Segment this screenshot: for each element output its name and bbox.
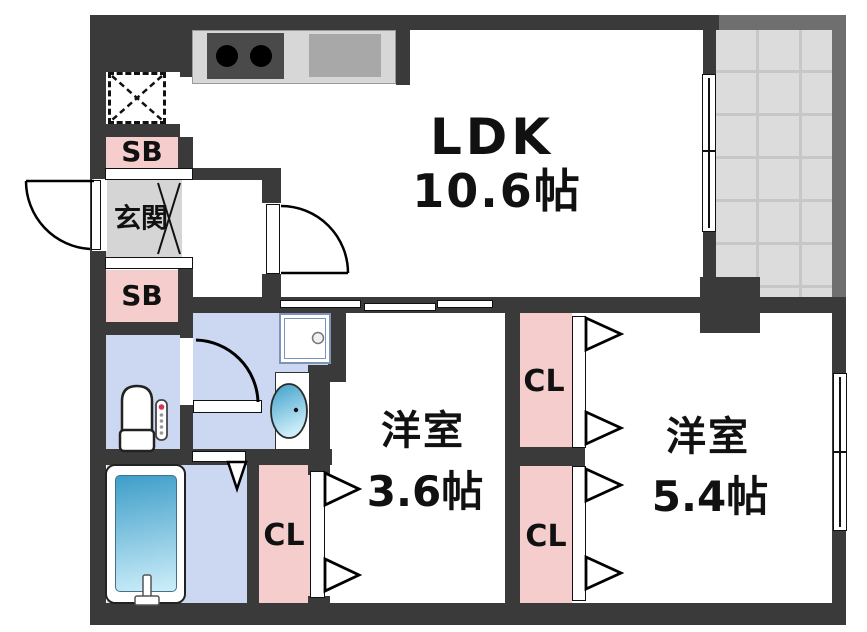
sliding-door-bedroom-small-a: [364, 303, 436, 311]
toilet-room-floor: [105, 335, 180, 451]
closet-door-bedroom-small: [310, 471, 325, 598]
room-size-ldk: 10.6帖: [412, 164, 582, 218]
kitchen-sink: [309, 34, 381, 77]
wall: [505, 447, 585, 466]
label-closet-large-lower: CL: [525, 519, 567, 554]
washbasin-counter: [275, 372, 310, 450]
balcony-floor: [716, 30, 832, 300]
closet-large-lower-door-triangles: [584, 466, 625, 592]
wall: [178, 137, 193, 168]
hall-door-arc: [280, 204, 350, 275]
sliding-door-bedroom-small-b: [437, 300, 493, 308]
wall: [247, 451, 259, 603]
closet-door-large-upper: [572, 316, 586, 448]
entrance-step-strip-bottom: [105, 257, 193, 269]
wall: [92, 15, 180, 72]
toilet-door-opening: [180, 338, 193, 405]
room-label-bedroom-small: 洋室: [381, 408, 465, 454]
entrance-door-leaf: [91, 180, 101, 250]
label-shoebox-lower: SB: [121, 279, 163, 312]
closet-bedroom-large-lower-area: [520, 466, 572, 603]
label-closet-large-upper: CL: [523, 364, 565, 399]
balcony-window-rail: [708, 78, 710, 228]
sliding-door-washroom: [280, 300, 361, 308]
balcony-wall-top: [716, 15, 846, 30]
refrigerator-space: [108, 72, 166, 124]
wall: [308, 596, 330, 605]
wall: [180, 15, 193, 77]
washing-machine-pan: [279, 313, 331, 364]
wall: [90, 15, 106, 625]
wall: [396, 15, 410, 85]
balcony-wall-right: [832, 30, 846, 300]
closet-bedroom-large-upper-area: [520, 313, 572, 447]
stove: [207, 33, 284, 79]
room-label-bedroom-large: 洋室: [666, 414, 750, 460]
bathroom-door-bar: [192, 451, 246, 462]
entrance-step-strip-top: [105, 168, 193, 180]
wall: [180, 168, 262, 180]
wall: [92, 322, 180, 335]
entrance-door-arc: [24, 179, 94, 251]
wall: [92, 124, 180, 137]
bathtub-water: [115, 475, 177, 592]
wall: [328, 297, 346, 382]
hall-door-leaf: [266, 204, 280, 274]
room-label-ldk: LDK: [429, 108, 555, 166]
closet-bedroom-small-area: [258, 465, 310, 603]
wall: [703, 15, 716, 75]
label-shoebox-upper: SB: [121, 135, 163, 168]
bedroom-large-window-rail: [839, 377, 841, 527]
wall: [703, 231, 716, 301]
washroom-door-leaf: [193, 400, 262, 413]
closet-small-door-triangles: [323, 470, 363, 594]
room-size-bedroom-large: 5.4帖: [651, 472, 769, 521]
closet-large-upper-door-triangles: [584, 315, 625, 447]
wall: [90, 603, 846, 625]
room-size-bedroom-small: 3.6帖: [366, 467, 484, 516]
closet-door-large-lower: [572, 466, 586, 601]
shoebox-upper-area: [105, 137, 178, 168]
wall: [308, 365, 330, 475]
label-closet-bedroom-small: CL: [263, 518, 305, 553]
shoebox-lower-area: [105, 270, 178, 322]
label-entrance: 玄関: [114, 203, 168, 235]
